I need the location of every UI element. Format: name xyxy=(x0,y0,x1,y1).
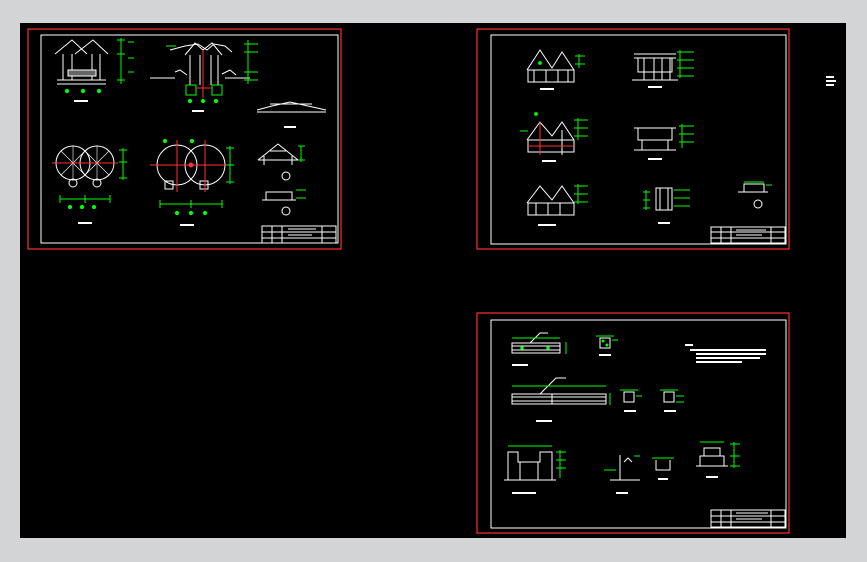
sheet-1-floor-plan-dims xyxy=(159,138,234,216)
sheet-1-ridge-detail xyxy=(256,101,327,113)
sheet-3-title-block xyxy=(710,509,786,528)
sheet-3-beam-2 xyxy=(511,377,607,405)
sheet-2-side-elevation-caption xyxy=(648,86,662,88)
sheet-3-retaining-detail xyxy=(610,455,640,481)
drawing-svg xyxy=(27,28,836,534)
sheet-1-section-dims xyxy=(166,40,258,104)
sheet-3-beam-1 xyxy=(511,332,561,354)
sheet-1-roof-plan-caption xyxy=(78,222,92,224)
sheet-2-detail-marker xyxy=(753,199,763,209)
sheet-2-outer-frame xyxy=(476,28,790,250)
sheet-2-side-elevation xyxy=(632,53,678,81)
sheet-1-floor-plan-centerlines xyxy=(150,140,232,192)
sheet-1-truss-detail xyxy=(257,143,299,165)
sheet-1-section xyxy=(150,42,250,96)
sheet-3-notes xyxy=(685,344,766,363)
sheet-2-elevation-a xyxy=(526,49,575,83)
sheet-1-floor-plan-caption xyxy=(180,224,194,226)
sheet-1-roof-plan xyxy=(55,145,115,188)
sheet-2-title-block xyxy=(710,226,786,244)
sheet-3-channel-detail xyxy=(655,460,671,471)
sheet-1-elevation-dims xyxy=(64,38,134,94)
sheet-1-footing-detail xyxy=(262,191,296,201)
sheet-2[interactable] xyxy=(476,28,790,250)
sheet-3-section-1 xyxy=(599,337,611,349)
sheet-1-section-caption xyxy=(192,110,204,112)
sheet-2-elevation-c xyxy=(526,185,575,216)
sheet-3-foundation xyxy=(504,451,556,481)
sheet-3[interactable] xyxy=(476,312,790,534)
sheet-1[interactable] xyxy=(27,28,342,250)
sheet-2-section-b-caption xyxy=(542,160,556,162)
sheet-1-elevation xyxy=(54,39,109,85)
sheet-3-beam-1-caption xyxy=(512,364,528,366)
sheet-1-ridge-caption xyxy=(284,126,296,128)
sheet-3-beam-2-caption xyxy=(536,420,552,422)
sheet-1-outer-frame xyxy=(27,28,342,250)
sheet-2-elevation-c-caption xyxy=(538,224,556,226)
sheet-2-inner-frame xyxy=(490,34,787,245)
sheet-2-beam-detail xyxy=(738,183,768,193)
sheet-3-inner-frame xyxy=(490,319,787,529)
sheet-2-section-b xyxy=(526,121,575,155)
sheet-1-elevation-caption xyxy=(74,100,88,102)
sheet-2-column-caption xyxy=(658,222,670,224)
sheet-2-column-detail xyxy=(655,187,673,211)
sheet-1-roof-plan-dims xyxy=(59,148,127,210)
sheet-3-pier-detail xyxy=(696,447,728,467)
sheet-2-side-section-caption xyxy=(648,158,662,160)
sheet-1-title-block xyxy=(261,225,337,244)
sheet-1-detail-marker xyxy=(281,171,291,181)
drawing-canvas[interactable] xyxy=(20,23,846,538)
sheet-1-truss-dims xyxy=(298,145,305,162)
sheet-1-inner-frame xyxy=(40,34,339,244)
sheet-2-elevation-a-caption xyxy=(540,88,554,90)
sheet-3-section-2 xyxy=(623,391,675,403)
sheet-2-side-section xyxy=(634,127,676,151)
sheet-3-foundation-caption xyxy=(512,492,536,494)
text-block-icon xyxy=(826,76,836,86)
sheet-3-outer-frame xyxy=(476,312,790,534)
sheet-1-detail-marker-2 xyxy=(281,206,291,216)
sheet-1-section-hatch xyxy=(196,50,212,98)
